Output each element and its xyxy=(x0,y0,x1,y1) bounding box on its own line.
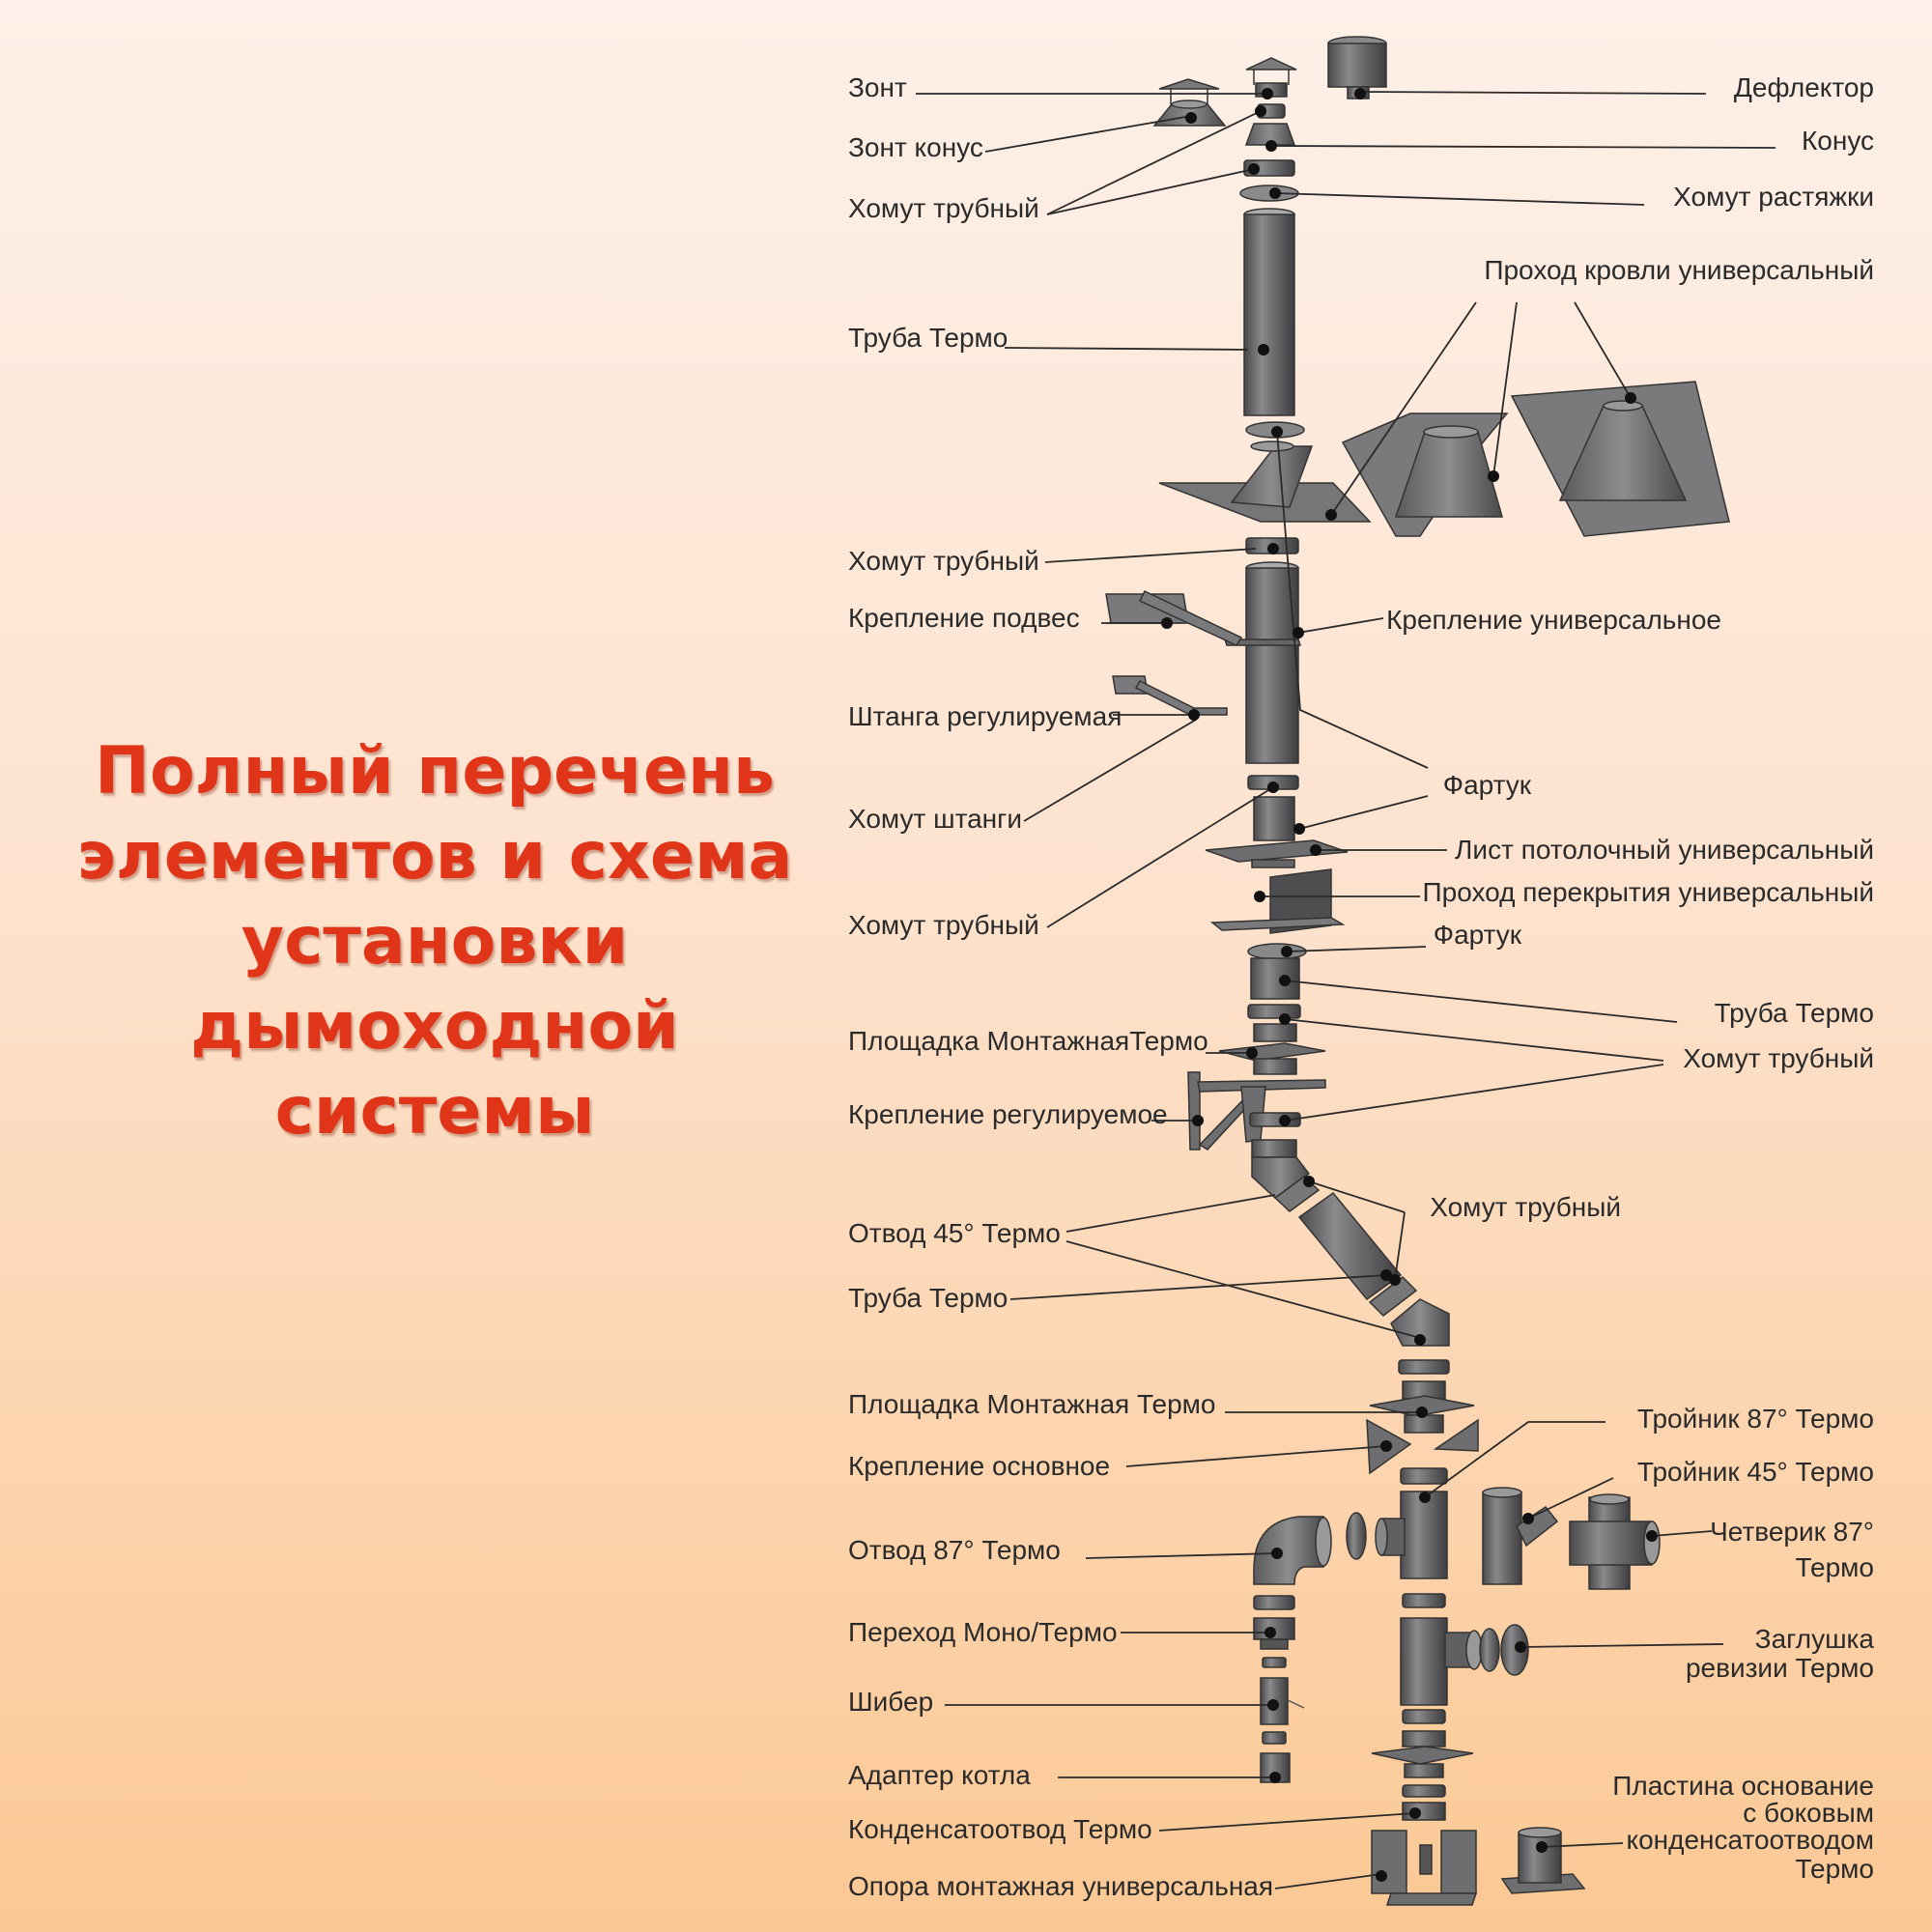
label-khomut-rastyazhki: Хомут растяжки xyxy=(1673,182,1874,212)
title-line: установки xyxy=(241,903,629,980)
label-fartuk: Фартук xyxy=(1442,770,1531,800)
label-chetverik-87: Термо xyxy=(1795,1552,1875,1582)
label-shiber: Шибер xyxy=(848,1687,934,1717)
label-list-potolochny: Лист потолочный универсальный xyxy=(1455,835,1874,865)
label-prokhod-krovli: Проход кровли универсальный xyxy=(1484,255,1874,285)
label-chetverik-87: Четверик 87° xyxy=(1710,1517,1874,1547)
label-plastina-osnovanie: Термо xyxy=(1795,1854,1875,1884)
opora-part xyxy=(1371,1830,1478,1906)
label-troynik-45: Тройник 45° Термо xyxy=(1636,1457,1874,1487)
components xyxy=(1105,36,1730,1906)
label-otvod-87: Отвод 87° Термо xyxy=(848,1535,1061,1565)
truba-termo-1-part xyxy=(1243,208,1295,416)
label-kondensatootvod: Конденсатоотвод Термо xyxy=(848,1814,1152,1844)
page-title: Полный перечень элементов и схема устано… xyxy=(39,729,831,1154)
kreplenie-podves-part xyxy=(1105,590,1243,646)
label-kreplenie-osnovnoe: Крепление основное xyxy=(848,1451,1111,1481)
label-otvod-45: Отвод 45° Термо xyxy=(848,1218,1061,1248)
label-zont-konus: Зонт конус xyxy=(848,132,983,162)
title-line: системы xyxy=(274,1073,595,1150)
label-khomut-trubny: Хомут трубный xyxy=(848,910,1039,940)
label-fartuk: Фартук xyxy=(1433,920,1521,950)
otvod-87-part xyxy=(1253,1516,1332,1585)
prokhod-krovli-1 xyxy=(1158,440,1372,523)
top-clamps xyxy=(1239,103,1299,202)
leader-dots xyxy=(1161,88,1658,1882)
label-plastina-osnovanie: с боковым xyxy=(1743,1798,1874,1828)
label-adapter-kotla: Адаптер котла xyxy=(848,1760,1031,1790)
label-prokhod-perekrytiya: Проход перекрытия универсальный xyxy=(1422,877,1874,907)
label-kreplenie-reguliruemoe: Крепление регулируемое xyxy=(848,1099,1168,1129)
label-zont: Зонт xyxy=(848,72,907,102)
label-zaglushka-revizii: ревизии Термо xyxy=(1685,1653,1874,1683)
kondensat-part xyxy=(1402,1802,1446,1821)
label-perekhod-mono-termo: Переход Моно/Термо xyxy=(848,1617,1118,1647)
label-ploshchadka-montazhnaya: Площадка Монтажная Термо xyxy=(848,1389,1216,1419)
label-khomut-trubny: Хомут трубный xyxy=(1430,1192,1621,1222)
title-line: дымоходной xyxy=(190,988,679,1065)
label-plastina-osnovanie: Пластина основание xyxy=(1612,1771,1874,1801)
prokhod-krovli-3 xyxy=(1510,381,1730,537)
troynik-87-part xyxy=(1375,1467,1448,1579)
shtanga-part xyxy=(1112,675,1228,718)
label-troynik-87: Тройник 87° Термо xyxy=(1636,1404,1874,1434)
label-deflektor: Дефлектор xyxy=(1733,72,1874,102)
label-kreplenie-podves: Крепление подвес xyxy=(848,603,1080,633)
plastina-part xyxy=(1500,1827,1586,1894)
label-konus: Конус xyxy=(1801,126,1874,156)
label-ploshchadka-montazhnaya: Площадка МонтажнаяТермо xyxy=(848,1026,1208,1056)
deflektor-part xyxy=(1327,36,1387,99)
troynik-revizia-part xyxy=(1400,1617,1483,1706)
list-potolochny-part xyxy=(1205,839,1349,863)
label-khomut-trubny: Хомут трубный xyxy=(1683,1043,1874,1073)
label-shtanga-reguliruemaya: Штанга регулируемая xyxy=(848,701,1122,731)
kreplenie-reguliruemoe-part xyxy=(1187,1071,1326,1151)
ploshchadka-1-part xyxy=(1218,1023,1326,1075)
ploshchadka-2-part xyxy=(1369,1380,1475,1434)
label-khomut-trubny: Хомут трубный xyxy=(848,546,1039,576)
prokhod-perekrytiya-part xyxy=(1209,868,1346,934)
label-truba-termo: Труба Термо xyxy=(1714,998,1874,1028)
ploshchadka-3-part xyxy=(1371,1730,1474,1778)
label-khomut-shtangi: Хомут штанги xyxy=(848,804,1022,834)
label-truba-termo: Труба Термо xyxy=(848,323,1009,353)
truba-termo-2-part xyxy=(1223,561,1302,764)
label-truba-termo: Труба Термо xyxy=(848,1283,1009,1313)
zaglushka-part xyxy=(1479,1624,1529,1676)
prokhod-krovli-2 xyxy=(1341,412,1509,537)
label-opora-montazhnaya: Опора монтажная универсальная xyxy=(848,1871,1274,1901)
shiber-part xyxy=(1260,1677,1305,1725)
label-plastina-osnovanie: конденсатоотводом xyxy=(1626,1825,1874,1855)
label-zaglushka-revizii: Заглушка xyxy=(1754,1624,1874,1654)
chetverik-part xyxy=(1569,1493,1661,1590)
title-line: элементов и схема xyxy=(76,818,793,895)
label-kreplenie-universalnoe: Крепление универсальное xyxy=(1386,605,1721,635)
label-khomut-trubny: Хомут трубный xyxy=(848,193,1039,223)
leader-lines xyxy=(916,91,1776,1889)
truba-termo-3-part xyxy=(1297,1191,1403,1301)
troynik-45-part xyxy=(1482,1487,1559,1585)
title-line: Полный перечень xyxy=(95,733,775,810)
